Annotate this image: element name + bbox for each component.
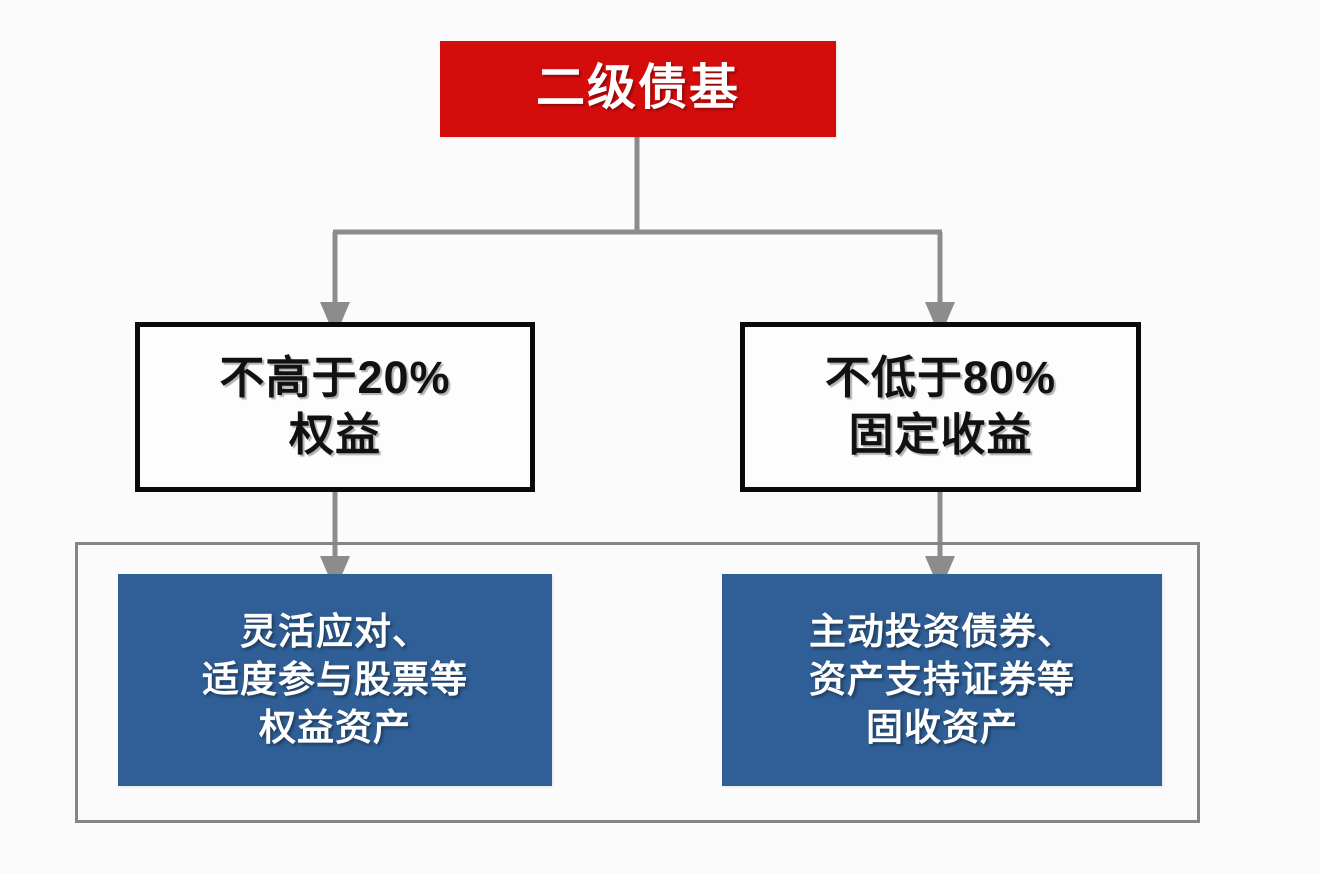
leaf-group-frame — [75, 542, 1200, 823]
leaf-node-fixed-income-strategy-line-1: 主动投资债券、 — [809, 610, 1075, 652]
leaf-node-equity-strategy-line-3: 权益资产 — [259, 707, 411, 749]
mid-node-equity-limit-line-2: 权益 — [288, 409, 381, 460]
leaf-node-equity-strategy-line-1: 灵活应对、 — [240, 610, 430, 652]
leaf-node-equity-strategy[interactable]: 灵活应对、 适度参与股票等 权益资产 — [118, 574, 552, 786]
mid-node-fixed-income-limit[interactable]: 不低于80% 固定收益 — [740, 322, 1141, 492]
leaf-node-fixed-income-strategy-line-3: 固收资产 — [866, 707, 1018, 749]
mid-node-fixed-income-limit-line-1: 不低于80% — [824, 352, 1057, 404]
mid-node-equity-limit-line-1: 不高于20% — [219, 352, 451, 404]
root-node-secondary-bond-fund[interactable]: 二级债基 — [440, 41, 836, 137]
leaf-node-fixed-income-strategy[interactable]: 主动投资债券、 资产支持证券等 固收资产 — [722, 574, 1162, 786]
leaf-node-equity-strategy-line-2: 适度参与股票等 — [202, 658, 468, 700]
leaf-node-fixed-income-strategy-line-2: 资产支持证券等 — [809, 658, 1075, 700]
mid-node-fixed-income-limit-line-2: 固定收益 — [848, 409, 1033, 460]
root-node-label: 二级债基 — [535, 61, 740, 116]
mid-node-equity-limit[interactable]: 不高于20% 权益 — [135, 322, 535, 492]
